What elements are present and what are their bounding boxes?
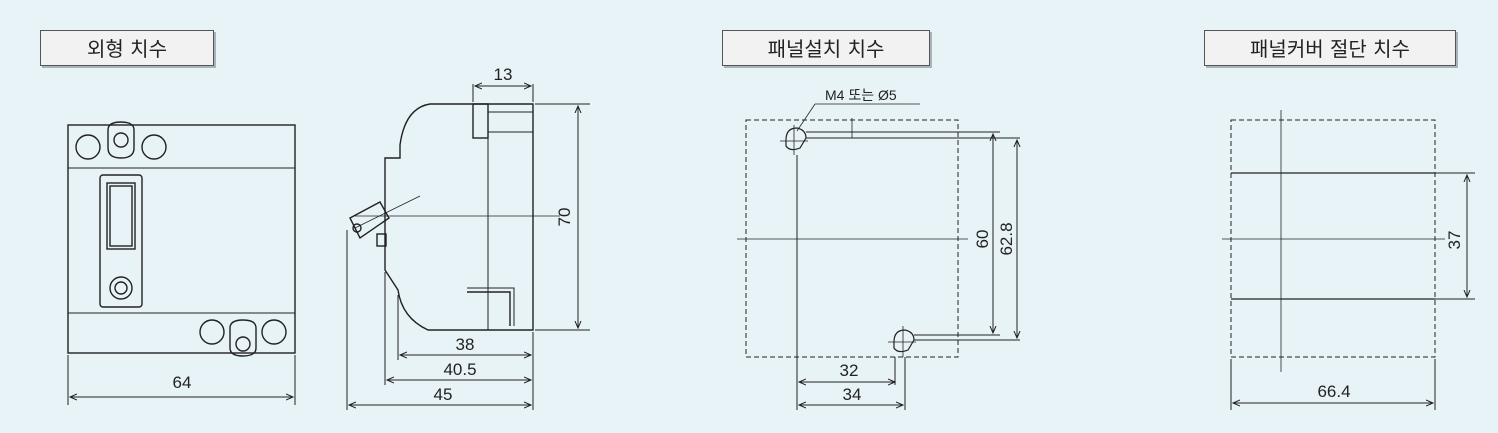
cut-37-label: 37 (1445, 231, 1464, 250)
side-13-label: 13 (494, 65, 513, 84)
title-panel-cover-cut-dimensions: 패널커버 절단 치수 (1204, 30, 1456, 66)
panel-cover-cut-view (1222, 110, 1445, 372)
title-outline-dimensions: 외형 치수 (40, 30, 214, 66)
side-70-label: 70 (555, 208, 574, 227)
mount-34-label: 34 (843, 385, 862, 404)
front-view (67, 121, 296, 357)
side-38-label: 38 (456, 335, 475, 354)
side-45-label: 45 (434, 385, 453, 404)
panel-cover-cut-dimensions (1230, 172, 1475, 410)
front-width-dimension (67, 355, 296, 405)
front-width-label: 64 (173, 373, 192, 392)
side-40-5-label: 40.5 (443, 360, 476, 379)
panel-mount-dimensions (796, 131, 1020, 410)
cut-66-4-label: 66.4 (1317, 382, 1350, 401)
side-view (349, 103, 534, 331)
title-panel-mount-dimensions: 패널설치 치수 (722, 30, 930, 66)
mount-62-8-label: 62.8 (997, 222, 1016, 255)
mount-32-label: 32 (840, 361, 859, 380)
panel-mount-view (737, 118, 968, 358)
side-dimensions (346, 84, 590, 410)
mount-60-label: 60 (973, 230, 992, 249)
hole-note-label: M4 또는 Ø5 (825, 87, 897, 103)
